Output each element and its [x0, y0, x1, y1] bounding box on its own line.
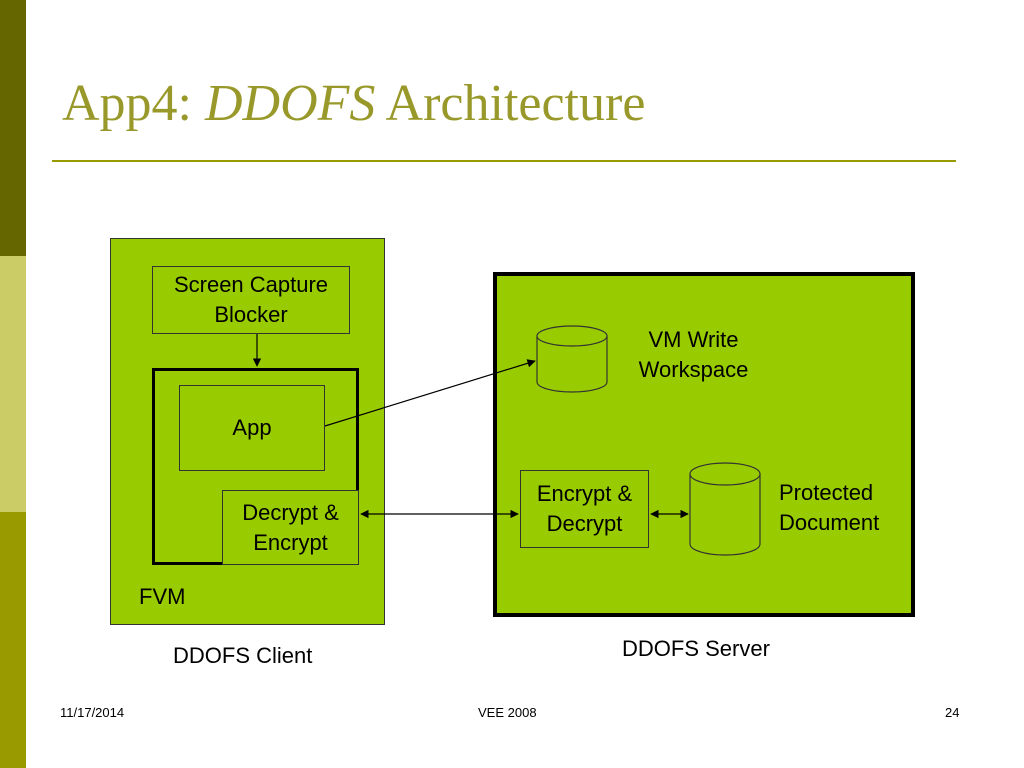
app-label: App — [232, 415, 272, 441]
decrypt-encrypt-box: Decrypt & Encrypt — [222, 490, 359, 565]
app-box: App — [179, 385, 325, 471]
fvm-label: FVM — [139, 584, 186, 609]
sidebar-stripe-light — [0, 256, 26, 512]
arrow-app-to-workspace — [324, 359, 536, 427]
sidebar-stripe-olive — [0, 512, 26, 768]
protected-document-cylinder-icon — [689, 462, 761, 556]
footer-date: 11/17/2014 — [60, 705, 125, 720]
encrypt-decrypt-box: Encrypt & Decrypt — [520, 470, 649, 548]
footer-page-number: 24 — [945, 705, 960, 720]
vm-write-workspace-label: VM Write Workspace — [638, 327, 749, 383]
title-underline — [52, 160, 956, 162]
protected-document-label: Protected Document — [779, 480, 880, 536]
title-suffix: Architecture — [375, 75, 646, 132]
footer-conference: VEE 2008 — [478, 705, 537, 720]
server-caption: DDOFS Server — [622, 636, 770, 661]
title-emphasis: DDOFS — [205, 75, 376, 132]
vm-write-workspace-cylinder-icon — [536, 325, 608, 393]
client-caption: DDOFS Client — [173, 643, 313, 668]
decrypt-encrypt-label: Decrypt & Encrypt — [242, 499, 339, 555]
encrypt-decrypt-label: Encrypt & Decrypt — [536, 481, 633, 536]
slide-title: App4: DDOFS Architecture — [62, 78, 645, 130]
title-prefix: App4: — [62, 75, 205, 132]
screen-capture-blocker-label: Screen Capture Blocker — [173, 272, 329, 327]
sidebar-stripe-dark — [0, 0, 26, 256]
screen-capture-blocker-box: Screen Capture Blocker — [152, 266, 350, 334]
